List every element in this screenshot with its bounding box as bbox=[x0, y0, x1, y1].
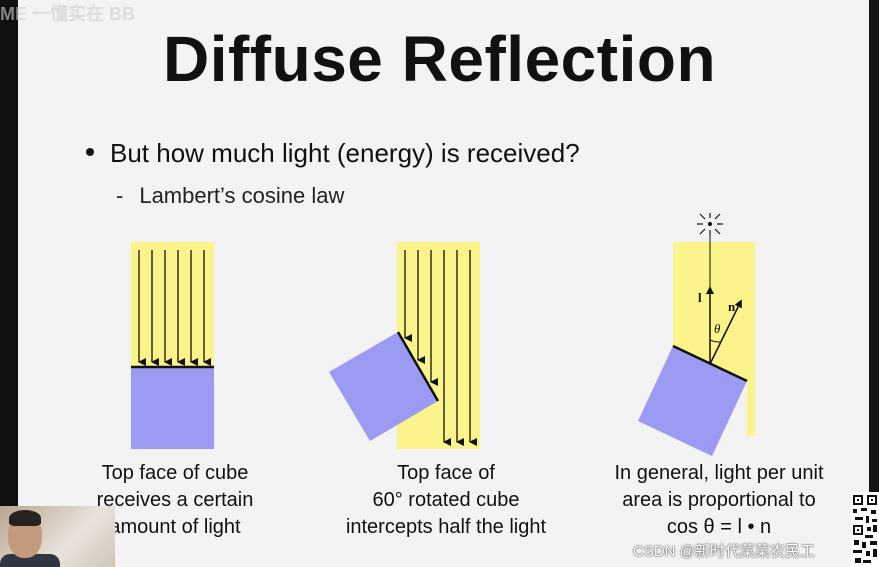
caption-line: cos θ = l • n bbox=[666, 516, 772, 538]
caption-line: Top face of cube bbox=[101, 462, 249, 484]
n-vector bbox=[709, 299, 742, 365]
figure-top-face bbox=[131, 242, 214, 449]
left-frame-bar bbox=[0, 0, 18, 567]
sub-bullet: -Lambert’s cosine law bbox=[116, 183, 344, 209]
person-hair bbox=[9, 510, 41, 526]
n-label: n bbox=[728, 299, 736, 314]
cube-top-edge bbox=[396, 331, 440, 402]
bullet-text: But how much light (energy) is received? bbox=[110, 138, 580, 168]
top-watermark: ME 一懂实在 BB bbox=[0, 4, 135, 24]
person-shirt bbox=[0, 554, 60, 567]
figure-rotated-face bbox=[329, 242, 480, 449]
theta-arc bbox=[709, 339, 721, 343]
caption-2: Top face of 60° rotated cube intercepts … bbox=[326, 460, 566, 541]
light-rays bbox=[138, 250, 211, 366]
caption-line: receives a certain bbox=[96, 489, 254, 511]
cube bbox=[638, 346, 747, 456]
webcam-video bbox=[0, 506, 115, 567]
theta-label: θ bbox=[714, 321, 721, 336]
light-beam bbox=[397, 242, 480, 449]
caption-line: intercepts half the light bbox=[345, 516, 547, 538]
cube bbox=[131, 367, 214, 449]
light-beam bbox=[673, 242, 755, 436]
l-label: l bbox=[698, 290, 702, 305]
bullet-point: But how much light (energy) is received? bbox=[86, 138, 580, 169]
bullet-dot-icon bbox=[86, 148, 94, 157]
csdn-watermark: CSDN @新时代菜菜农民工 bbox=[633, 543, 815, 560]
caption-1: Top face of cube receives a certain amou… bbox=[70, 460, 280, 541]
qr-code-icon bbox=[851, 492, 879, 567]
cube bbox=[329, 332, 438, 441]
sub-bullet-text: Lambert’s cosine law bbox=[139, 183, 345, 208]
light-source-icon bbox=[697, 213, 723, 235]
slide-title: Diffuse Reflection bbox=[162, 23, 717, 95]
dash-icon: - bbox=[116, 183, 124, 208]
caption-line: amount of light bbox=[109, 516, 241, 538]
caption-line: Top face of bbox=[397, 462, 495, 484]
figure-general: l n θ bbox=[638, 213, 755, 456]
caption-line: area is proportional to bbox=[622, 489, 816, 511]
light-rays bbox=[404, 250, 477, 446]
light-beam bbox=[131, 242, 214, 367]
caption-3: In general, light per unit area is propo… bbox=[598, 460, 840, 541]
caption-line: In general, light per unit bbox=[614, 462, 824, 484]
caption-line: 60° rotated cube bbox=[372, 489, 520, 511]
right-frame-bar bbox=[869, 0, 879, 567]
